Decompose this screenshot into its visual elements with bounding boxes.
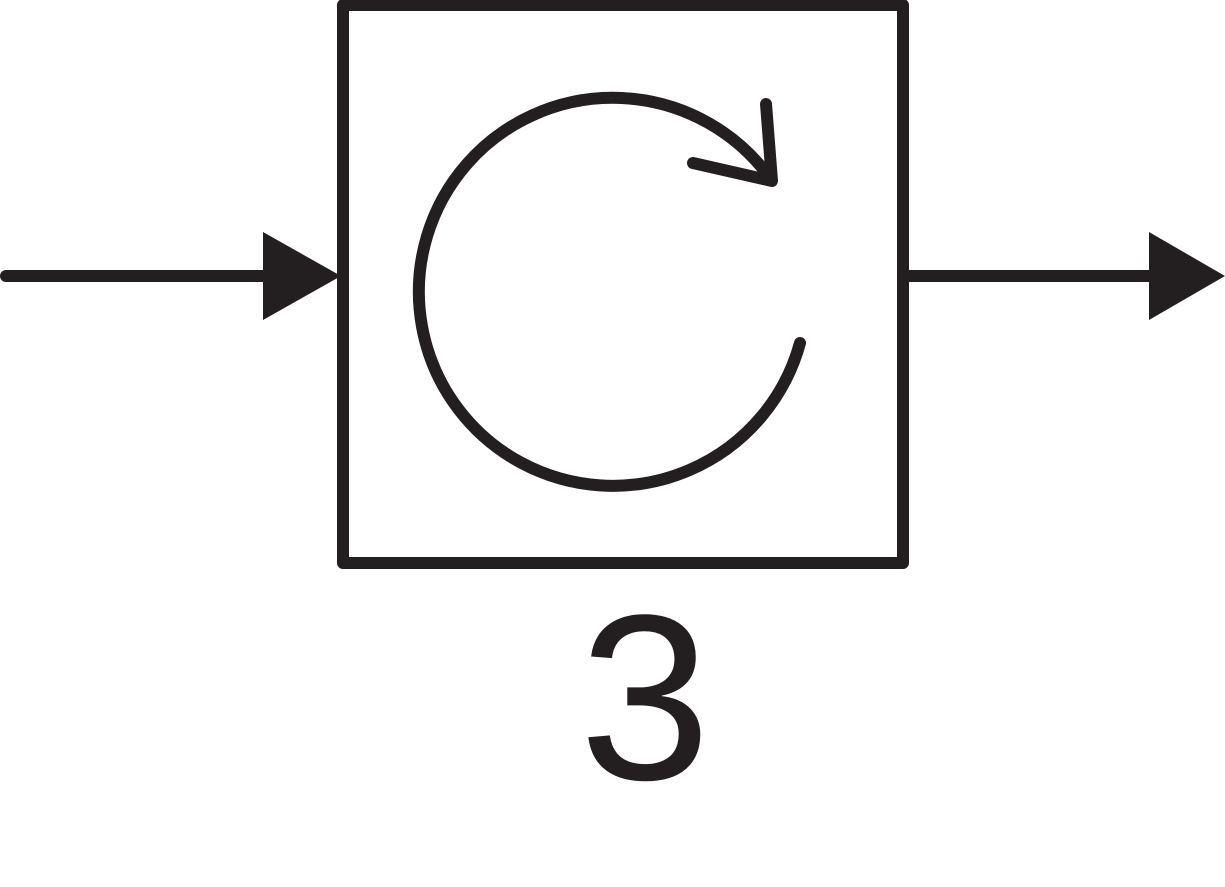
rotation-arrowhead xyxy=(687,98,778,187)
clockwise-rotation-icon xyxy=(412,91,806,492)
input-arrow xyxy=(0,232,341,320)
rotation-arc xyxy=(412,91,806,492)
input-arrowhead xyxy=(263,232,341,320)
output-arrow xyxy=(897,232,1225,320)
output-arrowhead xyxy=(1149,232,1225,320)
process-block xyxy=(337,0,909,569)
block-number-label: 3 xyxy=(579,566,711,830)
